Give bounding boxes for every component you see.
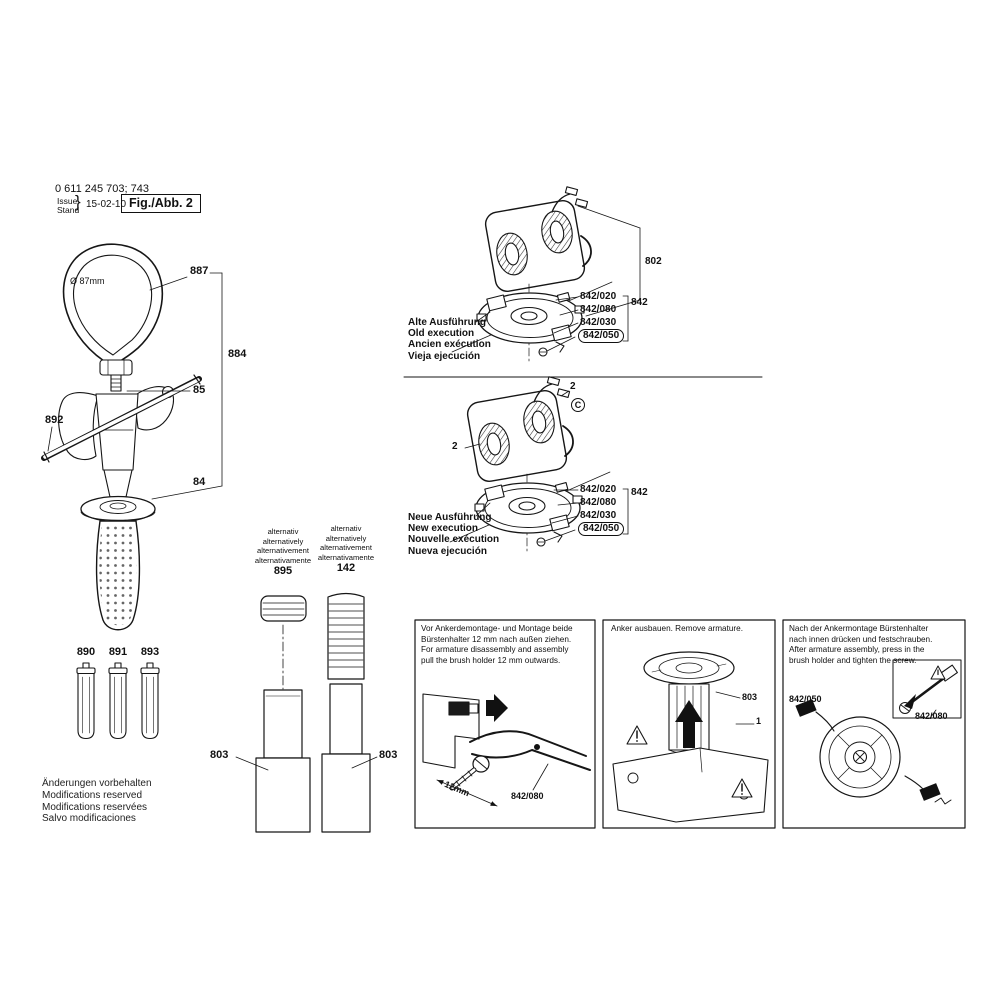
caption-line: Nouvelle exécution bbox=[408, 534, 500, 546]
ref-842-030-new: 842/030 bbox=[580, 510, 617, 521]
stand-label: Stand bbox=[57, 205, 80, 215]
issue-label: Issue bbox=[57, 196, 78, 206]
caption-line: Neue Ausführung bbox=[408, 512, 492, 523]
box1-instructions: Vor Ankerdemontage- und Montage beide Bü… bbox=[421, 624, 573, 666]
alt-line: alternatively bbox=[262, 536, 304, 546]
ref-842-080-box1: 842/080 bbox=[511, 791, 544, 801]
box2-drawing bbox=[612, 651, 769, 823]
alt-line: alternativ bbox=[267, 527, 299, 536]
loop-handle-drawing bbox=[41, 243, 223, 631]
ref-842-030-old: 842/030 bbox=[580, 317, 617, 328]
ref-842-new: 842 bbox=[631, 487, 648, 498]
alt-line: alternativement bbox=[257, 546, 309, 555]
ref-893: 893 bbox=[140, 646, 160, 658]
ref-803-right: 803 bbox=[379, 749, 398, 761]
caption-line: Nueva ejecución bbox=[408, 545, 487, 557]
old-execution-caption: Alte Ausführung Old execution Ancien exé… bbox=[408, 317, 491, 362]
ref-842-050-old: 842/050 bbox=[578, 329, 625, 343]
footer-line: Modifications reserved bbox=[42, 789, 143, 801]
alternative-parts-drawing bbox=[235, 592, 378, 833]
box2-instructions: Anker ausbauen. Remove armature. bbox=[611, 624, 743, 635]
caption-line: New execution bbox=[408, 523, 479, 535]
ref-842-050-box3: 842/050 bbox=[789, 694, 822, 704]
ref-142: 142 bbox=[336, 562, 356, 574]
figure-label: Fig./Abb. 2 bbox=[121, 194, 201, 213]
ref-890: 890 bbox=[76, 646, 96, 658]
ref-c-detail: C bbox=[571, 398, 585, 412]
ref-842-old: 842 bbox=[631, 297, 648, 308]
ref-884: 884 bbox=[228, 348, 247, 360]
note-line: pull the brush holder 12 mm outwards. bbox=[421, 655, 561, 665]
ref-891: 891 bbox=[108, 646, 128, 658]
alt-line: alternativamente bbox=[254, 555, 312, 565]
issue-date: 15-02-10 bbox=[86, 199, 127, 210]
ref-84: 84 bbox=[193, 476, 206, 488]
footer-line: Salvo modificaciones bbox=[42, 813, 136, 825]
footer-line: Änderungen vorbehalten bbox=[42, 778, 152, 789]
ref-2-coil: 2 bbox=[452, 441, 458, 452]
note-line: After armature assembly, press in the bbox=[789, 645, 925, 655]
caption-line: Ancien exécution bbox=[408, 339, 491, 351]
alt-line: alternativ bbox=[330, 524, 362, 533]
box3-instructions: Nach der Ankermontage Bürstenhalter nach… bbox=[789, 624, 932, 666]
box1-drawing bbox=[422, 693, 591, 807]
ref-842-080-new: 842/080 bbox=[580, 497, 617, 508]
ref-892: 892 bbox=[45, 414, 64, 426]
ref-803-left: 803 bbox=[210, 749, 229, 761]
ref-842-080-old: 842/080 bbox=[580, 304, 617, 315]
caption-line: Old execution bbox=[408, 328, 475, 340]
ref-895: 895 bbox=[273, 565, 293, 577]
alt-line: alternativamente bbox=[317, 552, 375, 562]
alternative-right-text: alternativ alternatively alternativement… bbox=[303, 524, 389, 562]
ref-803-box2: 803 bbox=[742, 692, 758, 702]
ref-842-050-new: 842/050 bbox=[578, 522, 625, 536]
note-line: Anker ausbauen. Remove armature. bbox=[611, 624, 743, 633]
ref-842-020-old: 842/020 bbox=[580, 291, 617, 302]
old-execution-drawing bbox=[451, 186, 641, 365]
note-line: nach innen drücken und festschrauben. bbox=[789, 634, 933, 644]
new-execution-drawing bbox=[449, 376, 629, 555]
note-line: For armature disassembly and assembly bbox=[421, 645, 569, 655]
caption-line: Vieja ejecución bbox=[408, 350, 481, 362]
alt-line: alternativement bbox=[320, 543, 372, 552]
ref-887: 887 bbox=[190, 265, 209, 277]
issue-brace: } bbox=[75, 192, 81, 211]
note-line: Bürstenhalter 12 mm nach außen ziehen. bbox=[421, 634, 572, 644]
ref-842-020-new: 842/020 bbox=[580, 484, 617, 495]
ref-2-wire: 2 bbox=[570, 381, 576, 392]
ref-85: 85 bbox=[193, 384, 206, 396]
catalog-part-number: 0 611 245 703; 743 bbox=[55, 183, 149, 195]
caption-line: Alte Ausführung bbox=[408, 317, 486, 328]
box3-drawing bbox=[795, 659, 962, 805]
note-line: brush holder and tighten the screw. bbox=[789, 655, 917, 665]
alt-line: alternatively bbox=[325, 533, 367, 543]
ref-842-080-box3: 842/080 bbox=[915, 711, 948, 721]
ref-1-box2: 1 bbox=[756, 716, 762, 726]
ref-802: 802 bbox=[645, 256, 662, 267]
footer-line: Modifications reservées bbox=[42, 801, 148, 813]
grease-tubes-drawing bbox=[76, 662, 160, 740]
note-line: Vor Ankerdemontage- und Montage beide bbox=[421, 624, 573, 633]
alternative-left-text: alternativ alternatively alternativement… bbox=[240, 527, 326, 565]
modifications-note: Änderungen vorbehalten Modifications res… bbox=[42, 778, 152, 825]
new-execution-caption: Neue Ausführung New execution Nouvelle e… bbox=[408, 512, 499, 557]
diameter-label: Ø 87mm bbox=[70, 276, 105, 286]
note-line: Nach der Ankermontage Bürstenhalter bbox=[789, 624, 929, 633]
